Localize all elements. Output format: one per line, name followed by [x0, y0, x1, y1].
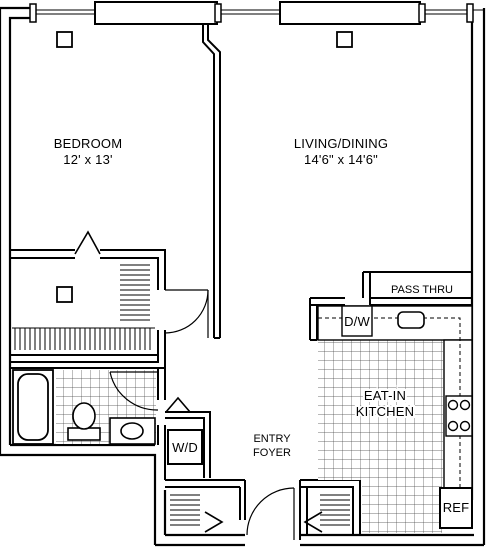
kitchen-tile-lower — [362, 480, 442, 533]
washer-dryer-box — [167, 429, 203, 465]
toilet — [67, 402, 101, 441]
dishwasher-label: D/W — [344, 314, 370, 329]
closet-shelving — [120, 264, 150, 321]
bedroom-door — [164, 289, 209, 338]
washer-dryer-label: W/D — [172, 440, 198, 455]
dishwasher-box — [341, 305, 373, 337]
entry-label: ENTRY — [253, 433, 291, 445]
living-size: 14'6" x 14'6" — [304, 152, 378, 167]
range-burners — [445, 395, 473, 437]
foyer-closet-right — [303, 494, 350, 533]
refrigerator-box — [439, 487, 473, 529]
entry-door — [246, 487, 301, 540]
kitchen-label-2: KITCHEN — [356, 404, 414, 419]
bath-door — [109, 371, 159, 411]
bedroom-size: 12' x 13' — [63, 152, 112, 167]
kitchen-tile — [318, 340, 443, 480]
wd-closet-door — [165, 396, 191, 413]
kitchen-label-1: EAT-IN — [364, 388, 406, 403]
bedroom-label: BEDROOM — [54, 136, 123, 151]
refrigerator-label: REF — [443, 500, 470, 515]
ceiling-fixtures — [56, 31, 353, 303]
windows — [29, 1, 484, 25]
kitchen-sink — [397, 311, 425, 329]
bathtub — [12, 369, 54, 445]
foyer-closet-left — [170, 494, 224, 533]
bath-sink — [109, 417, 156, 445]
pass-thru-label: PASS THRU — [391, 284, 453, 296]
foyer-label: FOYER — [253, 447, 291, 459]
closet-bifold-door — [74, 230, 101, 255]
closet-rod — [12, 327, 155, 350]
living-label: LIVING/DINING — [294, 136, 388, 151]
